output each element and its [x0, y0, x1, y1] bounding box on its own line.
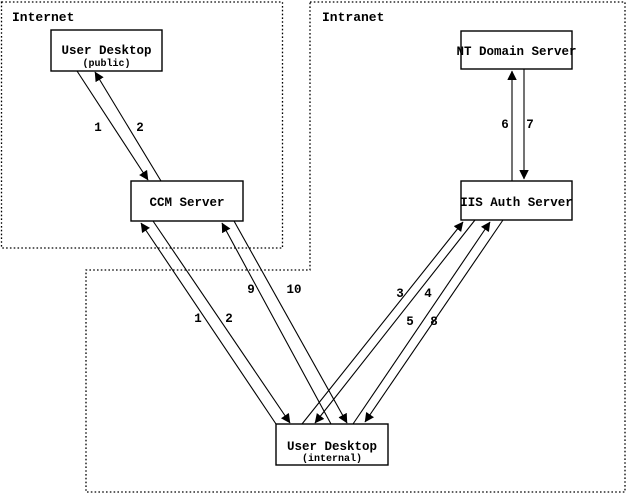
node-iis-auth-server-box — [460, 180, 573, 221]
intranet-zone-border — [85, 1, 626, 493]
intranet-zone-label: Intranet — [322, 10, 384, 25]
flow-line-5-internal-desktop-to-iis — [352, 221, 491, 425]
node-ccm-server: CCM Server — [130, 180, 244, 222]
internet-zone-label: Internet — [12, 10, 74, 25]
flow-label-6: 6 — [501, 118, 509, 132]
flow-label-2-internal: 2 — [225, 312, 233, 326]
flow-line-2-ccm-to-public-desktop — [94, 71, 162, 182]
node-user-desktop-public-subtitle: (public) — [82, 58, 130, 70]
flow-label-1-public: 1 — [94, 121, 102, 135]
node-user-desktop-internal-title: User Desktop — [287, 440, 377, 454]
flow-line-2-ccm-to-internal-desktop — [152, 220, 291, 424]
node-nt-domain-server-title: NT Domain Server — [456, 45, 576, 59]
flow-line-1-public-desktop-to-ccm — [76, 70, 149, 181]
node-nt-domain-server: NT Domain Server — [456, 30, 577, 70]
node-user-desktop-public: User Desktop (public) — [50, 29, 163, 72]
flow-labels: 1 2 1 2 9 10 3 4 5 8 6 7 — [94, 118, 534, 329]
node-iis-auth-server: IIS Auth Server — [460, 180, 573, 221]
node-iis-auth-server-title: IIS Auth Server — [460, 196, 573, 210]
flow-label-1-internal: 1 — [194, 312, 202, 326]
flow-label-7: 7 — [526, 118, 534, 132]
node-nt-domain-server-box — [460, 30, 573, 70]
flow-line-10-ccm-to-internal-desktop — [233, 220, 348, 424]
flow-label-10: 10 — [286, 283, 301, 297]
node-ccm-server-title: CCM Server — [149, 196, 224, 210]
node-user-desktop-public-box — [50, 29, 163, 72]
flow-label-3: 3 — [396, 287, 404, 301]
node-user-desktop-internal-subtitle: (internal) — [302, 453, 362, 465]
internet-zone-border — [0, 1, 284, 249]
node-user-desktop-internal: User Desktop (internal) — [275, 423, 389, 466]
flow-label-2-public: 2 — [136, 121, 144, 135]
flow-lines — [76, 69, 529, 425]
flow-line-3-internal-desktop-to-iis — [301, 221, 464, 425]
flow-line-9-internal-desktop-to-ccm — [221, 222, 332, 425]
flow-line-1-internal-desktop-to-ccm — [140, 222, 277, 425]
flow-label-5: 5 — [406, 315, 414, 329]
flow-line-8-iis-to-internal-desktop — [364, 219, 504, 423]
flow-line-4-iis-to-internal-desktop — [314, 219, 476, 424]
node-user-desktop-public-title: User Desktop — [61, 44, 151, 58]
node-ccm-server-box — [130, 180, 244, 222]
flow-label-4: 4 — [424, 287, 432, 301]
flow-label-9: 9 — [247, 283, 255, 297]
node-user-desktop-internal-box — [275, 423, 389, 466]
flow-label-8: 8 — [430, 315, 438, 329]
